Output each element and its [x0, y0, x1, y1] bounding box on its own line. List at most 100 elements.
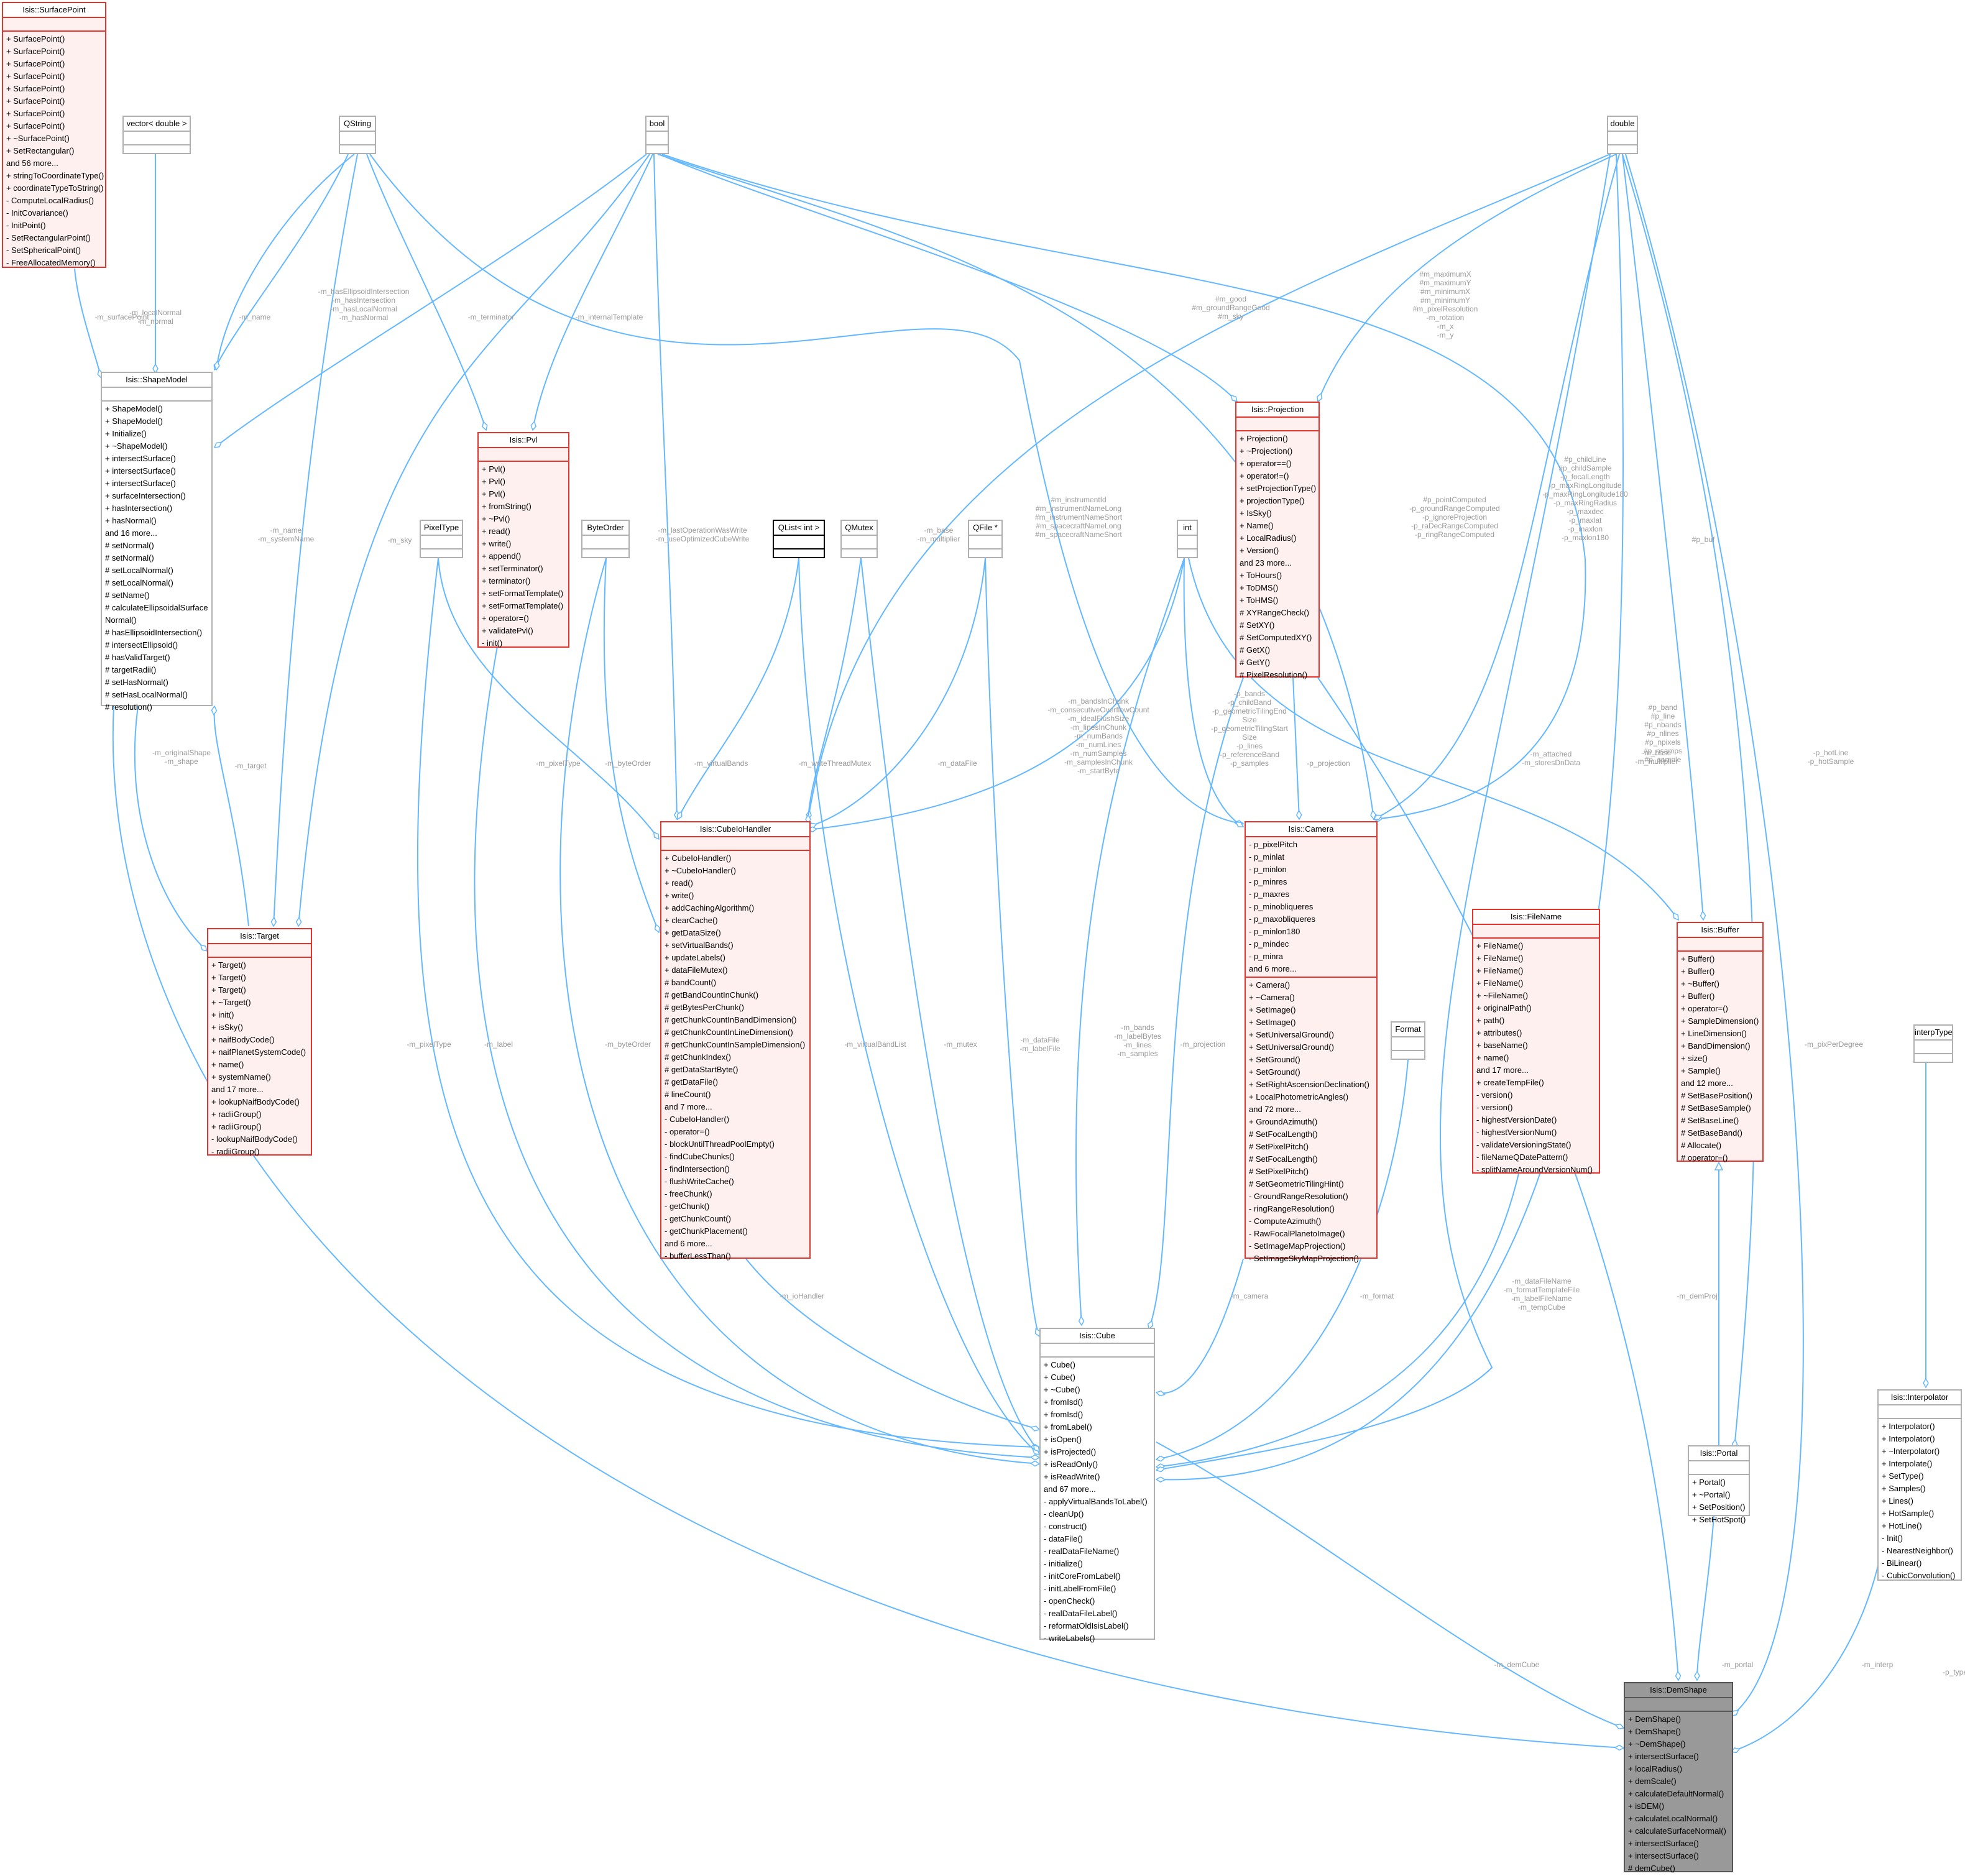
class-box-demshape[interactable]: Isis::DemShape+ DemShape()+ DemShape()+ …	[1624, 1682, 1733, 1873]
class-box-target[interactable]: Isis::Target+ Target()+ Target()+ Target…	[207, 928, 312, 1156]
class-box-bool[interactable]: bool	[645, 116, 669, 154]
class-member: + isOpen()	[1044, 1435, 1082, 1444]
class-member: - lookupNaifBodyCode()	[211, 1134, 298, 1144]
method-section: + Projection()+ ~Projection()+ operator=…	[1236, 430, 1318, 683]
class-member: + addCachingAlgorithm()	[665, 903, 755, 913]
edge-label-line: -p_childBand	[1227, 698, 1272, 707]
edge-label-line: -p_geometricTilingEnd	[1212, 707, 1287, 715]
edge-pixeltype-cube	[416, 558, 1039, 1447]
class-member: - operator=()	[665, 1127, 710, 1136]
edge-label: -m_pixelType	[536, 759, 580, 768]
edge-int-buffer	[1188, 558, 1678, 920]
class-title: QList< int >	[778, 523, 820, 532]
class-box-projection[interactable]: Isis::Projection+ Projection()+ ~Project…	[1235, 402, 1320, 679]
edge-label: -m_target	[234, 761, 266, 770]
class-member: # setHasLocalNormal()	[105, 690, 188, 699]
class-member: + Projection()	[1240, 434, 1288, 443]
class-box-byteorder[interactable]: ByteOrder	[581, 520, 630, 558]
edge-label-line: -p_maxRingLongitude	[1549, 481, 1622, 490]
class-member: # bandCount()	[665, 978, 717, 987]
edge-qfile-cube	[985, 558, 1039, 1336]
class-member: + setTerminator()	[482, 564, 543, 573]
edge-label-line: -m_shape	[165, 757, 198, 766]
class-member: + calculateDefaultNormal()	[1628, 1789, 1724, 1798]
class-member: + projectionType()	[1240, 496, 1305, 505]
class-box-qstring[interactable]: QString	[339, 116, 376, 154]
class-member: - openCheck()	[1044, 1596, 1095, 1606]
edge-label: -m_byteOrder	[605, 759, 651, 768]
class-member: + Camera()	[1249, 980, 1291, 990]
edge-label-line: #p_band	[1648, 703, 1678, 712]
class-member: + SampleDimension()	[1681, 1016, 1759, 1026]
class-box-filename[interactable]: Isis::FileName+ FileName()+ FileName()+ …	[1472, 909, 1600, 1174]
edge-label-line: -m_interp	[1861, 1660, 1894, 1669]
class-member: - SetImageMapProjection()	[1249, 1241, 1346, 1251]
class-member: + setVirtualBands()	[665, 940, 734, 950]
class-member: - freeChunk()	[665, 1189, 712, 1198]
method-section	[1608, 144, 1637, 158]
class-box-portal[interactable]: Isis::Portal+ Portal()+ ~Portal()+ SetPo…	[1688, 1445, 1750, 1524]
class-title: Isis::SurfacePoint	[3, 3, 105, 17]
edge-bool-shapemodel	[214, 154, 647, 448]
class-box-camera[interactable]: Isis::Camera- p_pixelPitch- p_minlat- p_…	[1245, 821, 1378, 1263]
class-member: - initCoreFromLabel()	[1044, 1571, 1121, 1581]
class-box-pixeltype[interactable]: PixelType	[420, 520, 463, 558]
edge-label: -m_demCube	[1494, 1660, 1540, 1669]
class-title: Isis::Target	[208, 929, 311, 943]
class-box-interptype[interactable]: interpType	[1913, 1024, 1953, 1063]
class-member: # getDataStartByte()	[665, 1065, 739, 1074]
class-box-double[interactable]: double	[1607, 116, 1638, 154]
edge-label-line: -m_labelBytes	[1113, 1032, 1162, 1041]
class-member: - InitPoint()	[6, 221, 46, 230]
class-member: + ToDMS()	[1240, 583, 1279, 592]
class-attribute: - p_minlon	[1249, 865, 1287, 874]
class-member: - CubicConvolution()	[1882, 1571, 1956, 1580]
edge-label: -m_dataFile-m_labelFile	[1019, 1036, 1060, 1053]
class-member: + radiiGroup()	[211, 1122, 262, 1131]
attribute-section	[1625, 1697, 1732, 1711]
edge-label: -m_format	[1360, 1292, 1394, 1300]
class-box-cube[interactable]: Isis::Cube+ Cube()+ Cube()+ ~Cube()+ fro…	[1039, 1328, 1155, 1643]
class-member: + ~Pvl()	[482, 514, 510, 523]
edge-label: -p_hotLine-p_hotSample	[1808, 748, 1854, 766]
class-member: + ~Buffer()	[1681, 979, 1719, 988]
class-box-qmutex[interactable]: QMutex	[840, 520, 878, 558]
edge-double-portal	[1622, 154, 1756, 1448]
class-box-qlist[interactable]: QList< int >	[773, 520, 825, 558]
attribute-section	[421, 535, 462, 548]
edge-label-line: -m_dataFile	[1020, 1036, 1060, 1044]
edge-label-line: #m_groundRangeGood	[1192, 303, 1270, 312]
class-member: + intersectSurface()	[105, 466, 176, 476]
class-member: + clearCache()	[665, 916, 718, 925]
class-member: + Interpolator()	[1882, 1422, 1935, 1431]
edge-qfile-cubeio	[808, 558, 986, 827]
class-member: and 6 more...	[665, 1239, 712, 1248]
class-box-pvl[interactable]: Isis::Pvl+ Pvl()+ Pvl()+ Pvl()+ fromStri…	[477, 432, 569, 648]
edge-label-line: -m_startByte	[1077, 766, 1120, 775]
class-box-vector[interactable]: vector< double >	[122, 116, 191, 154]
class-member: + fromIsd()	[1044, 1397, 1084, 1407]
class-box-interpolator[interactable]: Isis::Interpolator+ Interpolator()+ Inte…	[1877, 1389, 1962, 1581]
class-box-surfacepoint[interactable]: Isis::SurfacePoint+ SurfacePoint()+ Surf…	[2, 2, 106, 268]
class-box-cubeio[interactable]: Isis::CubeIoHandler+ CubeIoHandler()+ ~C…	[660, 821, 811, 1261]
method-section: + FileName()+ FileName()+ FileName()+ Fi…	[1473, 937, 1599, 1177]
edge-bool-projection	[658, 154, 1237, 402]
class-box-format[interactable]: Format	[1391, 1021, 1425, 1060]
class-box-int[interactable]: int	[1177, 520, 1198, 558]
class-member: # SetBaseSample()	[1681, 1103, 1751, 1113]
edge-label-line: -m_y	[1437, 331, 1454, 339]
class-member: + Samples()	[1882, 1484, 1926, 1493]
edge-surfacepoint-shapemodel	[74, 268, 101, 378]
class-member: + isSky()	[211, 1023, 243, 1032]
method-section: + Target()+ Target()+ Target()+ ~Target(…	[208, 957, 311, 1159]
class-member: # SetPixelPitch()	[1249, 1167, 1309, 1176]
class-member: + LocalRadius()	[1240, 533, 1297, 543]
class-box-shapemodel[interactable]: Isis::ShapeModel+ ShapeModel()+ ShapeMod…	[101, 372, 213, 712]
class-member: # lineCount()	[665, 1090, 711, 1099]
class-member: + Buffer()	[1681, 991, 1715, 1001]
class-box-buffer[interactable]: Isis::Buffer+ Buffer()+ Buffer()+ ~Buffe…	[1677, 922, 1764, 1162]
class-member: # SetBasePosition()	[1681, 1091, 1752, 1100]
class-member: + naifPlanetSystemCode()	[211, 1047, 306, 1057]
class-box-qfile[interactable]: QFile *	[968, 520, 1003, 558]
edge-label-line: -m_hasEllipsoidIntersection	[318, 287, 410, 296]
